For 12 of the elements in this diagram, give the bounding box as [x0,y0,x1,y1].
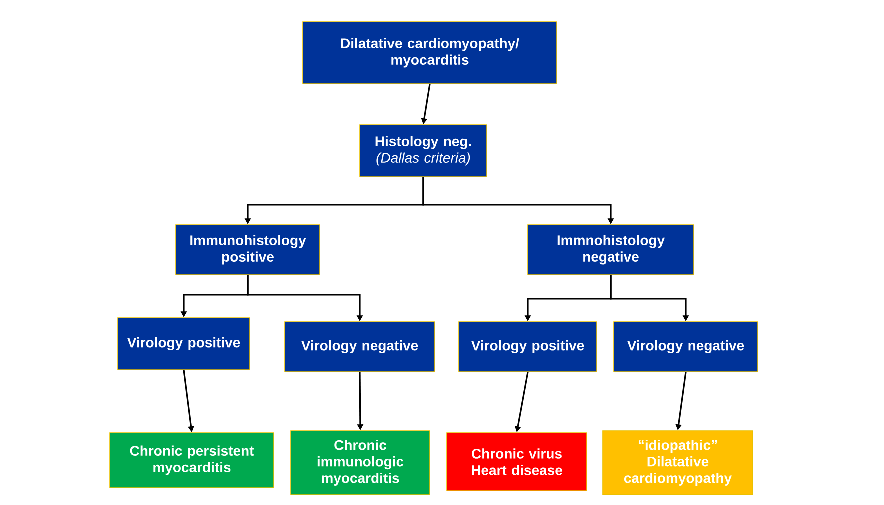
process-box: Virology positive [118,318,250,370]
outcome-box: Chronic immunologic myocarditis [290,430,430,496]
process-box: Virology negative [614,322,758,372]
process-box: Immnohistology negative [528,224,694,276]
outcome-box: “idiopathic” Dilatative cardiomyopathy [602,430,754,496]
process-box: Virology negative [284,322,436,372]
process-box: Dilatative cardiomyopathy/ myocarditis [302,22,558,84]
outcome-box: Chronic persistent myocarditis [110,432,274,488]
outcome-box: Chronic virus Heart disease [446,432,588,492]
process-box: Histology neg. (Dallas criteria) [360,124,488,178]
process-box: Immunohistology positive [176,224,320,276]
process-box: Virology positive [458,322,598,372]
